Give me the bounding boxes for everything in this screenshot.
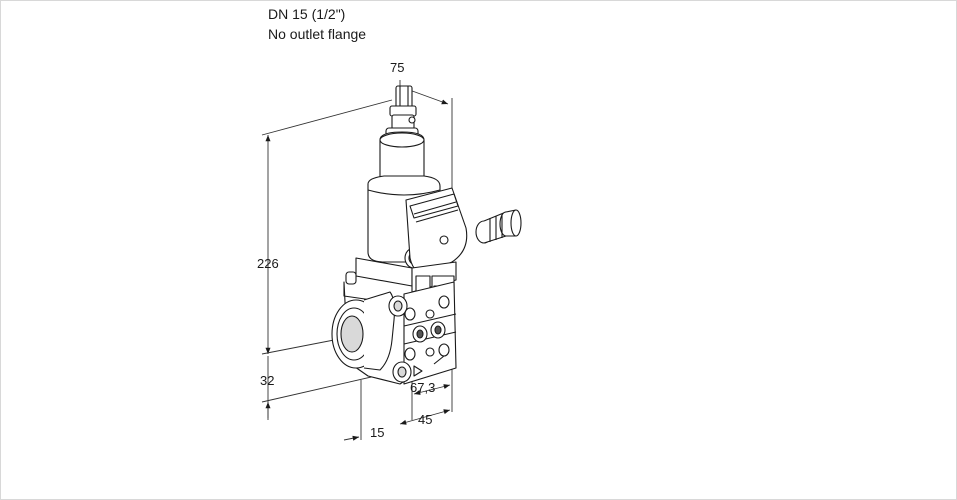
dimension-lines xyxy=(261,80,453,441)
dim-67-line xyxy=(413,384,451,395)
dim-226-ext-mid xyxy=(261,339,335,355)
inlet-port-inner xyxy=(340,315,364,353)
dim-45-label: 45 xyxy=(418,412,433,427)
dim-15-arrow xyxy=(343,435,360,441)
dim-75-label: 75 xyxy=(390,60,405,75)
nominal-size-label: DN 15 (1/2") xyxy=(268,6,346,22)
dim-15-label: 15 xyxy=(370,425,385,440)
valve-body xyxy=(331,85,522,385)
cable-gland xyxy=(475,209,522,244)
dim-32-label: 32 xyxy=(260,373,275,388)
valve-body-front xyxy=(403,281,457,385)
spindle-cap xyxy=(395,85,413,109)
dim-45-line xyxy=(399,409,451,425)
dim-226-label: 226 xyxy=(257,256,279,271)
body-screws xyxy=(345,271,450,383)
pressure-nipple xyxy=(345,271,357,285)
dim-67-3-label: 67,3 xyxy=(410,380,436,395)
flange-note-label: No outlet flange xyxy=(268,26,367,42)
dim-226-ext-top xyxy=(261,99,393,136)
dim-32-ext-bottom xyxy=(261,374,381,403)
